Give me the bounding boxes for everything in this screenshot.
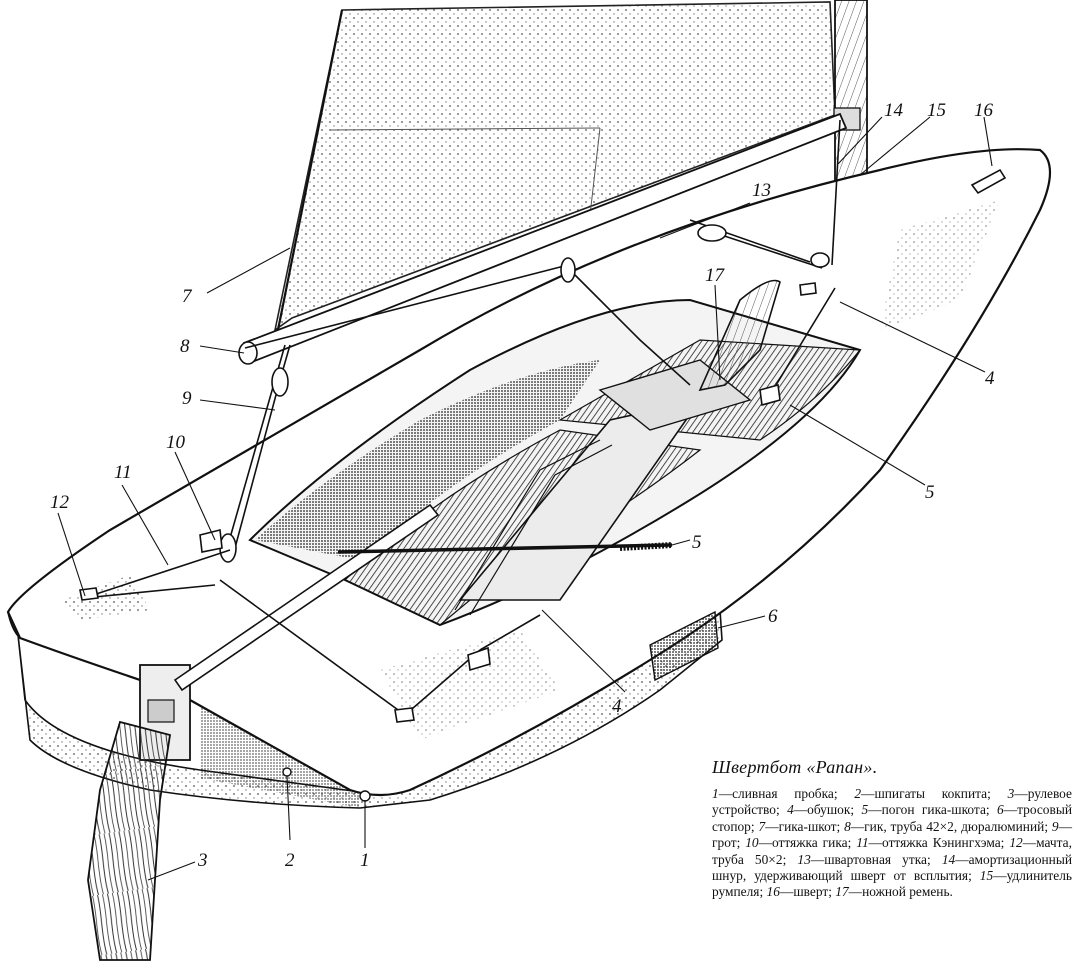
legend-item-text: гика-шкот [778,818,837,834]
callout-3: 3 [197,850,208,871]
callout-10: 13 [752,180,771,201]
legend-item-number: 8 [844,818,851,834]
legend-item: 7—гика-шкот; [758,818,845,834]
legend-item: 14—амортизационный шнур, удерживающий шв… [712,851,1073,884]
legend-item-number: 4 [787,802,794,818]
callout-6: 10 [166,432,186,453]
callout-2: 2 [285,850,295,871]
legend-item: 11—оттяжка Кэнингхэма; [856,835,1010,851]
legend-item: 4—обушок; [787,802,862,818]
legend-item-number: 16 [766,884,780,900]
legend-item-number: 17 [835,884,849,900]
legend-item-number: 7 [758,818,766,834]
callout-14: 17 [705,265,726,286]
legend-item: 6—тросовый стопор; [712,802,1072,834]
centreboard [649,610,719,682]
leader-lines [57,116,993,881]
callout-11: 14 [884,100,904,121]
legend-item: 13—швартовная утка; [797,851,942,867]
callout-5-right: 5 [925,482,935,503]
callout-labels: 7 8 9 10 11 12 13 14 15 16 17 4 5 5 6 4 … [50,100,995,871]
legend-item-number: 11 [856,835,869,851]
drain-plug [359,790,371,802]
legend-item: 9—грот; [712,818,1073,851]
callout-17: 4 [612,696,622,717]
callout-16: 6 [768,606,778,627]
callout-4-right: 4 [985,368,995,389]
legend-item-text: ножной ремень [862,884,950,900]
legend-item-text: рулевое устройство [712,786,1072,818]
callout-8: 8 [180,336,190,357]
rigging [79,119,841,723]
legend-item-text: оттяжка Кэнингхэма [882,835,1001,851]
legend-item-text: тросовый стопор [712,802,1072,834]
callout-4-left: 12 [50,492,70,513]
legend-item-number: 6 [997,802,1004,818]
legend-item-text: обушок [807,802,851,818]
legend-item-number: 9 [1051,818,1059,834]
legend-item-number: 10 [745,835,759,851]
boom [238,112,848,365]
cockpit-scupper [282,767,292,777]
callout-15: 5 [692,532,702,553]
legend-item-text: сливная пробка [732,786,834,801]
figure-caption: Швертбот «Рапан». 1—сливная пробка; 2—шп… [712,757,1072,901]
callout-5-left: 11 [114,462,132,483]
legend-item-number: 2 [854,786,862,801]
legend-item: 10—оттяжка гика; [745,835,857,851]
rudder [87,503,673,961]
legend-item-number: 1 [712,786,719,801]
caption-title: Швертбот «Рапан». [712,757,878,777]
legend-item: 8—гик, труба 42×2, дюралюминий; [844,818,1052,834]
legend-item-number: 12 [1009,835,1023,851]
legend-item: 15—удлинитель румпеля; [712,868,1073,900]
legend-item: 17—ножной ремень. [835,884,953,900]
legend-item: 3—рулевое устройство; [712,786,1072,818]
legend-item-text: погон гика-шкота [881,802,986,818]
caption-legend: 1—сливная пробка; 2—шпигаты кокпита; 3—р… [712,786,1072,901]
legend-item-text: амортизационный шнур, удерживающий шверт… [712,851,1073,884]
legend-item-text: гик, труба 42×2, дюралюминий [864,818,1045,834]
legend-item-number: 5 [861,802,869,818]
callout-1: 1 [360,850,370,871]
legend-item-number: 14 [941,851,956,867]
legend-item-text: шверт [793,884,829,900]
callout-12: 15 [927,100,946,121]
legend-item: 5—погон гика-шкота; [861,802,998,818]
legend-item: 16—шверт; [766,884,836,900]
legend-item-text: мачта, труба 50×2 [712,835,1072,867]
legend-item-number: 13 [797,851,811,867]
legend-item-text: шпигаты кокпита [874,786,988,801]
legend-item: 2—шпигаты кокпита; [854,786,1008,801]
callout-9: 7 [182,286,193,307]
legend-item: 1—сливная пробка; [712,786,855,801]
callout-7: 9 [182,388,192,409]
callout-13: 16 [974,100,994,121]
legend-item-text: оттяжка гика [772,835,848,851]
legend-item-text: удлинитель румпеля [712,868,1073,900]
legend-item-number: 15 [979,868,994,884]
legend-item-text: грот [712,835,737,851]
mainsail [273,1,836,332]
legend-item-number: 3 [1007,786,1015,801]
legend-item-text: швартовная утка [824,851,927,867]
legend-item: 12—мачта, труба 50×2; [712,835,1072,867]
